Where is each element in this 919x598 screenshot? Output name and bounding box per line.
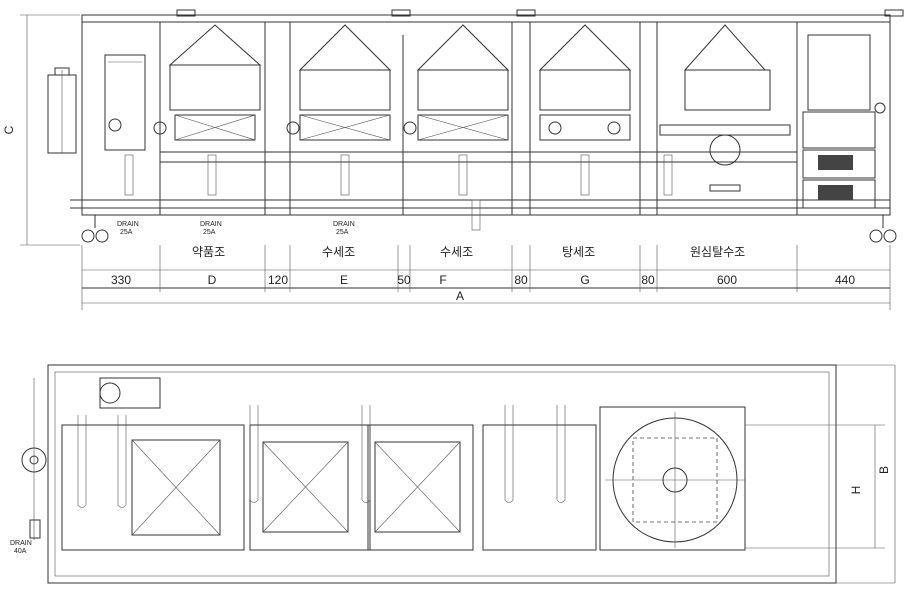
dim-8: G: [580, 273, 589, 287]
drain-size-1: 25A: [120, 229, 133, 236]
dim-7: 80: [514, 273, 528, 287]
dim-4: E: [340, 273, 348, 287]
dim-5: 50: [397, 273, 411, 287]
dim-10: 600: [717, 273, 737, 287]
pump: [99, 377, 161, 409]
tank-name-5: 원심탈수조: [690, 245, 745, 259]
plan-view: DRAIN 40A H B: [10, 364, 896, 584]
plan-drain-size: 40A: [14, 548, 27, 555]
drain-size-2: 25A: [203, 229, 216, 236]
tank-name-1: 약품조: [192, 244, 225, 259]
dim-11: 440: [835, 273, 855, 287]
drain-size-3: 25A: [336, 229, 349, 236]
height-dim-label: C: [2, 125, 16, 134]
plan-height-h: H: [849, 486, 863, 495]
basket-5: [659, 24, 791, 192]
side-view: DRAIN 25A DRAIN 25A DRAIN 25A 약품조 수세조 수세…: [2, 9, 904, 310]
basket-3: [416, 24, 510, 141]
dim-2: D: [208, 273, 217, 287]
dim-9: 80: [641, 273, 655, 287]
basket-1: [168, 24, 262, 141]
drain-label-1: DRAIN: [117, 221, 139, 228]
tank-name-3: 수세조: [440, 245, 473, 259]
plan-drain-label: DRAIN: [10, 540, 32, 547]
plan-basket-2: [262, 441, 349, 533]
control-panel: [802, 34, 886, 209]
plan-basket-3: [374, 441, 461, 533]
tank-name-2: 수세조: [322, 245, 355, 259]
plan-basket-1: [131, 439, 221, 536]
drain-label-2: DRAIN: [200, 221, 222, 228]
dim-3: 120: [268, 273, 288, 287]
tank-name-4: 탕세조: [562, 245, 595, 259]
overall-dim-label: A: [456, 289, 464, 303]
basket-2: [298, 24, 392, 141]
dim-1: 330: [111, 273, 131, 287]
basket-4: [538, 24, 632, 141]
dim-6: F: [439, 273, 446, 287]
drain-label-3: DRAIN: [333, 221, 355, 228]
plan-height-b: B: [877, 466, 891, 474]
centrifuge: [605, 412, 745, 548]
